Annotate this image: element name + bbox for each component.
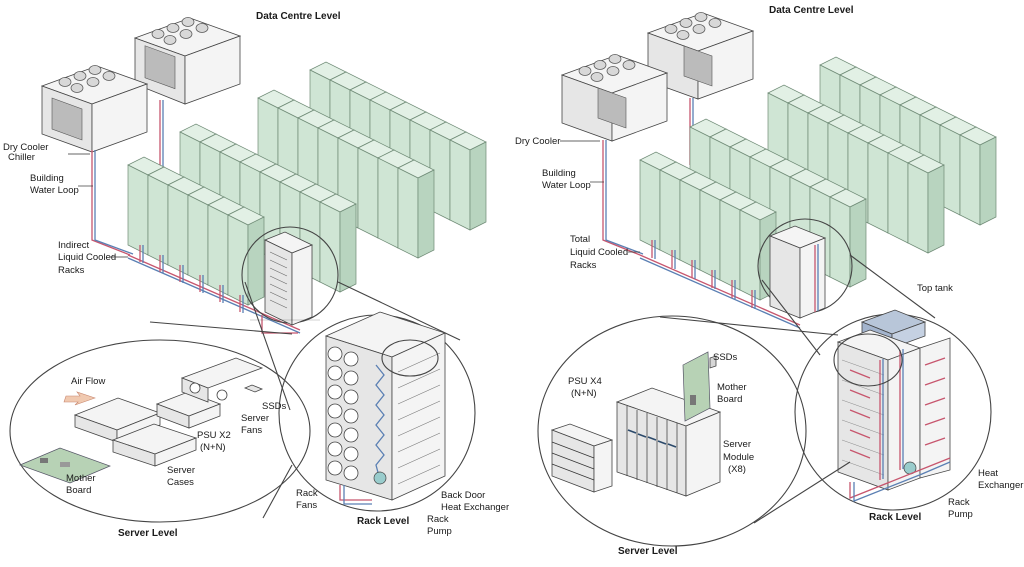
right-dry-coolers xyxy=(560,12,755,142)
rack-coil xyxy=(375,364,385,481)
right-mother-board-icon xyxy=(682,351,711,422)
label-back-door-1: Back Door xyxy=(441,490,485,501)
right-rack-level-circle xyxy=(794,309,992,511)
left-title: Data Centre Level xyxy=(256,11,341,22)
right-rack-zoom-circle xyxy=(757,218,853,319)
left-rack-drop-pipes xyxy=(139,245,244,313)
label-server-cases-1: Server xyxy=(167,465,195,476)
label-server-level: Server Level xyxy=(118,528,178,539)
right-panel: Data Centre Level xyxy=(515,5,1023,557)
label-ssds: SSDs xyxy=(262,401,287,412)
rack-pump-icon xyxy=(373,471,387,485)
label-rack-fans-1: Rack xyxy=(296,488,318,499)
label-psu-redundancy: (N+N) xyxy=(200,442,226,453)
right-server-level-circle xyxy=(537,315,851,547)
label-server-module-1: Server xyxy=(723,439,751,450)
left-server-level-circle xyxy=(9,321,311,523)
label-racks: Racks xyxy=(58,265,85,276)
label-right-total: Total xyxy=(570,234,590,245)
right-zoom-connector-a xyxy=(849,254,936,319)
label-server-module-2: Module xyxy=(723,452,754,463)
left-dry-coolers xyxy=(40,17,242,153)
label-server-fans-2: Fans xyxy=(241,425,262,436)
label-back-door-2: Heat Exchanger xyxy=(441,502,509,513)
label-right-mother-board-2: Board xyxy=(717,394,742,405)
label-psu: PSU X2 xyxy=(197,430,231,441)
label-right-psu-redundancy: (N+N) xyxy=(571,388,597,399)
label-rack-level: Rack Level xyxy=(357,516,409,527)
label-right-rack-level: Rack Level xyxy=(869,512,921,523)
label-dry-cooler: Dry Cooler xyxy=(3,142,48,153)
label-server-cases-2: Cases xyxy=(167,477,194,488)
right-rack-drop-pipes xyxy=(651,240,756,309)
label-right-rack-pump-1: Rack xyxy=(948,497,970,508)
right-ssd-icon xyxy=(709,355,717,369)
label-right-building: Building xyxy=(542,168,576,179)
label-right-dry-cooler: Dry Cooler xyxy=(515,136,560,147)
left-rack-level-circle xyxy=(278,311,476,512)
right-zoom-connector-b xyxy=(761,279,821,356)
ssd-icon xyxy=(243,384,264,393)
psu-stack-icon xyxy=(550,423,614,493)
server-module-array xyxy=(615,387,722,497)
label-right-liquid-cooled: Liquid Cooled xyxy=(570,247,628,258)
label-server-fans-1: Server xyxy=(241,413,269,424)
label-right-ssds: SSDs xyxy=(713,352,738,363)
label-liquid-cooled: Liquid Cooled xyxy=(58,252,116,263)
label-right-server-level: Server Level xyxy=(618,546,678,557)
label-right-psu: PSU X4 xyxy=(568,376,602,387)
left-panel: Data Centre Level xyxy=(3,11,509,539)
back-door-slats xyxy=(397,352,441,485)
label-rack-pump-2: Pump xyxy=(427,526,452,537)
label-right-water-loop: Water Loop xyxy=(542,180,591,191)
label-top-tank: Top tank xyxy=(917,283,953,294)
label-heat-1: Heat xyxy=(978,468,998,479)
label-rack-fans-2: Fans xyxy=(296,500,317,511)
label-server-module-3: (X8) xyxy=(728,464,746,475)
label-water-loop: Water Loop xyxy=(30,185,79,196)
right-labels: Dry Cooler Building Water Loop Total Liq… xyxy=(515,136,1023,557)
label-rack-pump-1: Rack xyxy=(427,514,449,525)
left-rack-zoom-circle xyxy=(241,226,339,326)
right-title: Data Centre Level xyxy=(769,5,854,16)
label-mother-board-1: Mother xyxy=(66,473,96,484)
label-chiller: Chiller xyxy=(8,152,35,163)
server-fans-icon xyxy=(180,357,264,403)
label-indirect: Indirect xyxy=(58,240,90,251)
air-flow-arrow xyxy=(63,391,96,406)
label-right-racks: Racks xyxy=(570,260,597,271)
label-building: Building xyxy=(30,173,64,184)
left-labels: Dry Cooler Chiller Building Water Loop I… xyxy=(3,142,509,539)
label-right-rack-pump-2: Pump xyxy=(948,509,973,520)
label-right-mother-board-1: Mother xyxy=(717,382,747,393)
label-heat-2: Exchanger xyxy=(978,480,1023,491)
rack-fan-array xyxy=(327,346,359,481)
left-zoom-connector-b xyxy=(337,281,461,341)
label-mother-board-2: Board xyxy=(66,485,91,496)
label-air-flow: Air Flow xyxy=(71,376,105,387)
